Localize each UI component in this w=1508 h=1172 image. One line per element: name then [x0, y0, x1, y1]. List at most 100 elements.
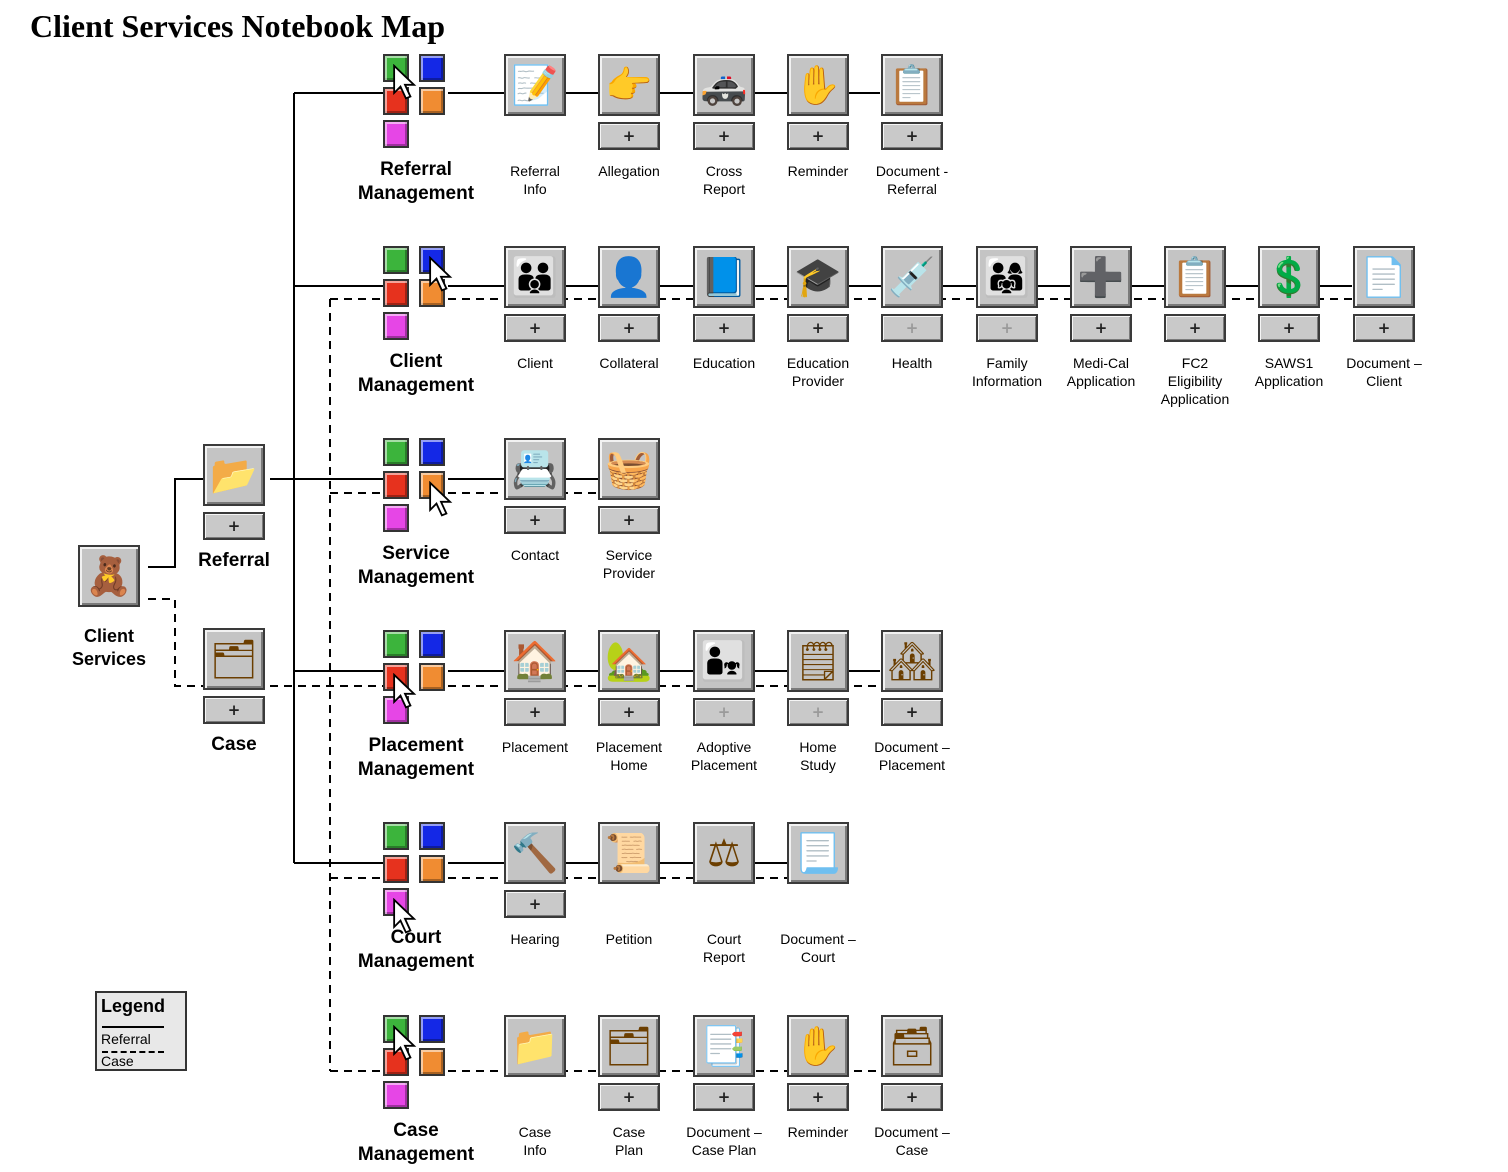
- blue-square-button[interactable]: [419, 54, 445, 82]
- magenta-square-button[interactable]: [383, 312, 409, 340]
- education-provider-add-button[interactable]: +: [787, 314, 849, 342]
- blue-square-button[interactable]: [419, 438, 445, 466]
- scales-icon[interactable]: ⚖: [693, 822, 755, 884]
- allegation-add-button[interactable]: +: [598, 122, 660, 150]
- allegation-node[interactable]: 👉+Allegation: [598, 54, 660, 179]
- placement-add-button[interactable]: +: [504, 698, 566, 726]
- cross-report-node[interactable]: 🚓+Cross Report: [693, 54, 755, 197]
- fc2-eligibility-application-node[interactable]: 📋+FC2 Eligibility Application: [1161, 246, 1229, 407]
- referral-folder-icon[interactable]: 📂: [203, 444, 265, 506]
- cross-report-add-button[interactable]: +: [693, 122, 755, 150]
- document-referral-add-button[interactable]: +: [881, 122, 943, 150]
- green-square-button[interactable]: [383, 246, 409, 274]
- case-add-button[interactable]: +: [203, 696, 265, 724]
- family-clipboard-icon[interactable]: 📋: [1164, 246, 1226, 308]
- reminder-add-button[interactable]: +: [787, 122, 849, 150]
- notepad-icon[interactable]: 📝: [504, 54, 566, 116]
- house-family-icon[interactable]: 🏠: [504, 630, 566, 692]
- case-plan-node[interactable]: 🗂+Case Plan: [598, 1015, 660, 1158]
- court-document-icon[interactable]: 📃: [787, 822, 849, 884]
- home-study-add-button[interactable]: +: [787, 698, 849, 726]
- referral-info-node[interactable]: 📝Referral Info: [504, 54, 566, 197]
- collateral-node[interactable]: 👤+Collateral: [598, 246, 660, 371]
- medi-cal-application-add-button[interactable]: +: [1070, 314, 1132, 342]
- client-node[interactable]: 👪+Client: [504, 246, 566, 371]
- adoptive-placement-node[interactable]: 👨‍👧+Adoptive Placement: [691, 630, 757, 773]
- document-stack-icon[interactable]: 📑: [693, 1015, 755, 1077]
- pointing-hand-icon[interactable]: 👉: [598, 54, 660, 116]
- magenta-square-button[interactable]: [383, 1081, 409, 1109]
- folder-document-icon[interactable]: 🗃: [881, 1015, 943, 1077]
- placement-home-add-button[interactable]: +: [598, 698, 660, 726]
- house-document-icon[interactable]: 🏘: [881, 630, 943, 692]
- case-management-palette[interactable]: Case Management: [358, 1015, 474, 1165]
- ribbon-finger-icon[interactable]: ✋: [787, 54, 849, 116]
- document-referral-node[interactable]: 📋+Document - Referral: [876, 54, 948, 197]
- family-info-icon[interactable]: 👨‍👩‍👧: [976, 246, 1038, 308]
- orange-square-button[interactable]: [419, 87, 445, 115]
- teddy-bear-icon[interactable]: 🧸: [78, 545, 140, 607]
- collateral-add-button[interactable]: +: [598, 314, 660, 342]
- case-node[interactable]: 🗂 + Case: [203, 628, 265, 754]
- education-provider-node[interactable]: 🎓+Education Provider: [787, 246, 849, 389]
- case-info-node[interactable]: 📁Case Info: [504, 1015, 566, 1158]
- reminder-add-button[interactable]: +: [787, 1083, 849, 1111]
- scroll-pen-icon[interactable]: 📜: [598, 822, 660, 884]
- orange-square-button[interactable]: [419, 855, 445, 883]
- referral-management-palette[interactable]: Referral Management: [358, 54, 474, 204]
- health-node[interactable]: 💉+Health: [881, 246, 943, 371]
- document-client-add-button[interactable]: +: [1353, 314, 1415, 342]
- education-add-button[interactable]: +: [693, 314, 755, 342]
- gavel-icon[interactable]: 🔨: [504, 822, 566, 884]
- orange-square-button[interactable]: [419, 663, 445, 691]
- document-placement-add-button[interactable]: +: [881, 698, 943, 726]
- saws1-application-add-button[interactable]: +: [1258, 314, 1320, 342]
- referral-node[interactable]: 📂 + Referral: [198, 444, 270, 570]
- placement-management-palette[interactable]: Placement Management: [358, 630, 474, 780]
- magenta-square-button[interactable]: [383, 120, 409, 148]
- hearing-add-button[interactable]: +: [504, 890, 566, 918]
- red-square-button[interactable]: [383, 855, 409, 883]
- red-square-button[interactable]: [383, 471, 409, 499]
- orange-square-button[interactable]: [419, 1048, 445, 1076]
- green-square-button[interactable]: [383, 438, 409, 466]
- family-information-node[interactable]: 👨‍👩‍👧+Family Information: [972, 246, 1042, 389]
- health-add-button[interactable]: +: [881, 314, 943, 342]
- red-square-button[interactable]: [383, 279, 409, 307]
- saws1-application-node[interactable]: 💲+SAWS1 Application: [1255, 246, 1323, 389]
- family-portrait-icon[interactable]: 👪: [504, 246, 566, 308]
- client-management-palette[interactable]: Client Management: [358, 246, 474, 396]
- adoptive-placement-add-button[interactable]: +: [693, 698, 755, 726]
- dollar-document-icon[interactable]: 💲: [1258, 246, 1320, 308]
- service-provider-add-button[interactable]: +: [598, 506, 660, 534]
- placement-node[interactable]: 🏠+Placement: [502, 630, 568, 755]
- document-case-plan-node[interactable]: 📑+Document – Case Plan: [686, 1015, 762, 1158]
- green-square-button[interactable]: [383, 630, 409, 658]
- reminder-node[interactable]: ✋+Reminder: [787, 54, 849, 179]
- police-car-icon[interactable]: 🚓: [693, 54, 755, 116]
- graduate-icon[interactable]: 🎓: [787, 246, 849, 308]
- contact-clamp-icon[interactable]: 📇: [504, 438, 566, 500]
- case-plan-add-button[interactable]: +: [598, 1083, 660, 1111]
- magenta-square-button[interactable]: [383, 504, 409, 532]
- syringe-chart-icon[interactable]: 💉: [881, 246, 943, 308]
- referral-add-button[interactable]: +: [203, 512, 265, 540]
- contact-node[interactable]: 📇+Contact: [504, 438, 566, 563]
- green-square-button[interactable]: [383, 822, 409, 850]
- client-add-button[interactable]: +: [504, 314, 566, 342]
- ribbon-finger-icon[interactable]: ✋: [787, 1015, 849, 1077]
- yellow-folder-icon[interactable]: 📁: [504, 1015, 566, 1077]
- document-case-add-button[interactable]: +: [881, 1083, 943, 1111]
- client-services-node[interactable]: 🧸 Client Services: [72, 545, 146, 669]
- document-pen-icon[interactable]: 📋: [881, 54, 943, 116]
- home-study-node[interactable]: 🗒+Home Study: [787, 630, 849, 773]
- service-provider-node[interactable]: 🧺+Service Provider: [598, 438, 660, 581]
- document-case-plan-add-button[interactable]: +: [693, 1083, 755, 1111]
- medi-cal-application-node[interactable]: ➕+Medi-Cal Application: [1067, 246, 1135, 389]
- document-placement-node[interactable]: 🏘+Document – Placement: [874, 630, 950, 773]
- placement-home-node[interactable]: 🏡+Placement Home: [596, 630, 662, 773]
- document-client-node[interactable]: 📄+Document – Client: [1346, 246, 1422, 389]
- hearing-node[interactable]: 🔨+Hearing: [504, 822, 566, 947]
- blue-square-button[interactable]: [419, 822, 445, 850]
- person-document-icon[interactable]: 📄: [1353, 246, 1415, 308]
